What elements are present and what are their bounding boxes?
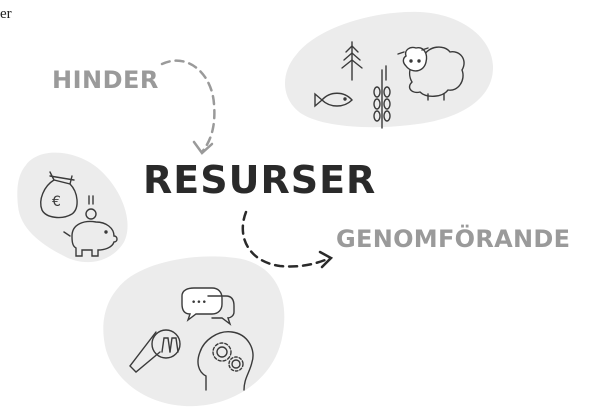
coin-icon	[85, 195, 97, 220]
wheat-icon	[373, 65, 391, 129]
corner-text: er	[0, 6, 12, 22]
fish-icon	[314, 92, 353, 108]
tree-icon	[341, 41, 363, 81]
chat-dots: •••	[191, 298, 207, 308]
nature-blob	[285, 11, 494, 128]
genomforande-arrow	[241, 210, 334, 269]
piggy-bank-icon	[63, 220, 118, 257]
money-bag-euro-icon	[40, 171, 78, 219]
hinder-arrow	[160, 59, 216, 155]
knowledge-blob	[103, 256, 285, 407]
label-genomforande: GENOMFÖRANDE	[336, 225, 571, 253]
label-resurser: RESURSER	[143, 158, 377, 202]
money-blob	[17, 152, 128, 263]
magnifier-icon	[129, 329, 181, 373]
head-gears-icon	[197, 331, 254, 391]
euro-symbol: €	[52, 194, 61, 210]
sheep-icon	[397, 46, 465, 101]
speech-bubbles-icon	[181, 287, 235, 326]
label-hinder: HINDER	[52, 66, 159, 94]
